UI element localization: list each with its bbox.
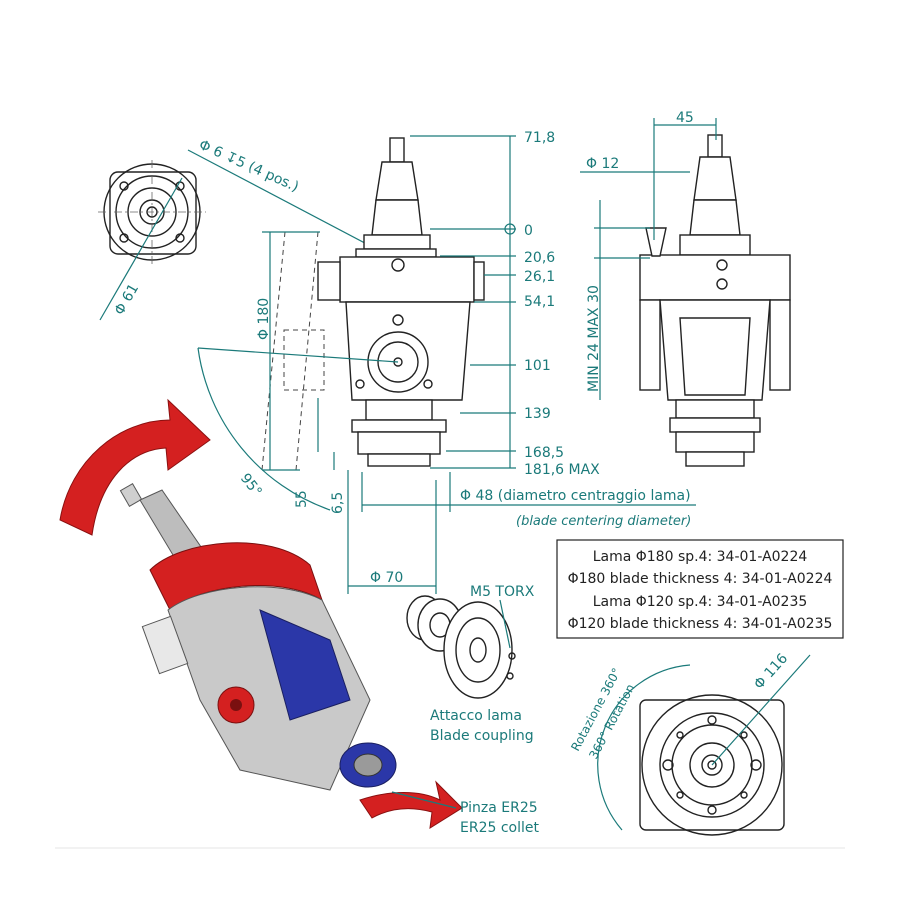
dim-70: Φ 70 [370,570,403,586]
blade-info-box [556,539,844,639]
box-line-2: Φ180 blade thickness 4: 34-01-A0224 [568,571,833,587]
dim-61: Φ 61 [112,281,143,318]
front-view [261,137,485,471]
dim-71-8: 71,8 [524,130,555,146]
dim-139: 139 [524,406,551,422]
dim-0: 0 [524,223,533,239]
box-line-4: Φ120 blade thickness 4: 34-01-A0235 [568,616,833,632]
dim-95: 95° [237,471,265,500]
dim-101: 101 [524,358,551,374]
box-line-1: Lama Φ180 sp.4: 34-01-A0224 [593,549,808,565]
dim-6-5: 6,5 [330,492,346,514]
dim-ticks [410,135,516,469]
dim-48-en: (blade centering diameter) [516,514,691,529]
label-collet-en: ER25 collet [460,820,539,836]
dim-48: Φ 48 (diametro centraggio lama) [460,488,691,504]
dim-12: Φ 12 [586,156,619,172]
head-3d-render [59,398,463,829]
box-line-3: Lama Φ120 sp.4: 34-01-A0235 [593,594,808,610]
dim-45: 45 [676,110,694,126]
dim-26-1: 26,1 [524,269,555,285]
dim-116: Φ 116 [751,651,791,693]
dim-181-6-max: 181,6 MAX [524,462,600,478]
dim-54-1: 54,1 [524,294,555,310]
angle-arc [197,347,331,511]
end-view-top-left [98,160,206,321]
dim-20-6: 20,6 [524,250,555,266]
dim-min-max: MIN 24 MAX 30 [586,285,602,392]
dim-hole-label: Φ 6 ↧5 (4 pos.) [196,137,301,195]
label-collet-it: Pinza ER25 [460,800,538,816]
dim-168-5: 168,5 [524,445,564,461]
dim-55: 55 [294,490,310,508]
blade-coupling-parts [406,595,516,699]
label-coupling-it: Attacco lama [430,708,522,724]
dim-180: Φ 180 [256,298,272,340]
side-view [639,134,791,467]
label-coupling-en: Blade coupling [430,728,534,744]
label-torx: M5 TORX [470,584,535,600]
